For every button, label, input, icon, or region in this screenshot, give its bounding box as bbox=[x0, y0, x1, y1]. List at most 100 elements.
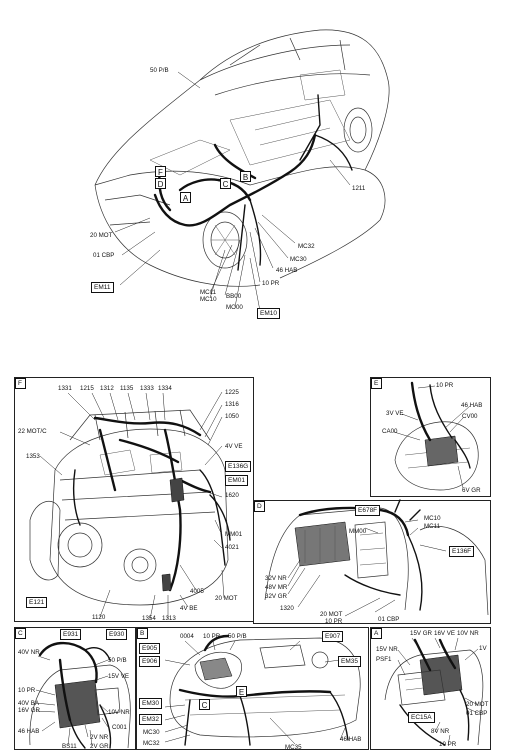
d-label-10-pr: 10 PR bbox=[325, 618, 343, 625]
panel-letter-a: A bbox=[371, 628, 382, 639]
c-label-2v-gr: 2V GR bbox=[90, 743, 109, 750]
c-label-50-pvb: 50 P/B bbox=[108, 657, 127, 664]
connector-ec15a: EC15A bbox=[408, 712, 435, 723]
detail-marker-f[interactable]: F bbox=[155, 166, 166, 177]
b-label-10-pr: 10 PR bbox=[203, 633, 221, 640]
detail-marker-d[interactable]: D bbox=[155, 178, 166, 189]
panel-letter-f: F bbox=[15, 378, 26, 389]
connector-em32: EM32 bbox=[139, 714, 162, 725]
f-label-4v-be: 4V BE bbox=[180, 605, 198, 612]
c-label-10-pr: 10 PR bbox=[18, 687, 36, 694]
d-label-mm00: MM00 bbox=[349, 528, 367, 535]
f-label-1333: 1333 bbox=[140, 385, 154, 392]
a-label-15v-gr: 15V GR bbox=[410, 630, 433, 637]
f-label-20-mot: 20 MOT bbox=[215, 595, 238, 602]
e-label-46-hab: 46 HAB bbox=[461, 402, 483, 409]
f-label-1334: 1334 bbox=[158, 385, 172, 392]
connector-e907: E907 bbox=[322, 631, 344, 642]
f-label-1215: 1215 bbox=[80, 385, 94, 392]
e-label-3v-ve: 3V VE bbox=[386, 410, 404, 417]
e-label-cv00: CV00 bbox=[462, 413, 478, 420]
e-label-10-pr: 10 PR bbox=[436, 382, 454, 389]
label-01-cbp: 01 CBP bbox=[93, 252, 115, 259]
label-1211: 1211 bbox=[352, 185, 366, 192]
f-label-1312: 1312 bbox=[100, 385, 114, 392]
label-46-hab: 46 HAB bbox=[276, 267, 298, 274]
a-label-psf1: PSF1 bbox=[376, 656, 392, 663]
label-50-pvb: 50 P/B bbox=[150, 67, 169, 74]
a-label-1v: 1V bbox=[479, 645, 487, 652]
b-label-0004: 0004 bbox=[180, 633, 194, 640]
f-label-4v-ve: 4V VE bbox=[225, 443, 243, 450]
e-label-ca00: CA00 bbox=[382, 428, 398, 435]
detail-marker-a[interactable]: A bbox=[180, 192, 191, 203]
a-label-8v-nr: 8V NR bbox=[431, 728, 450, 735]
f-label-1120: 1120 bbox=[92, 614, 106, 621]
c-label-c001: C001 bbox=[112, 724, 127, 731]
label-bb00: BB00 bbox=[226, 293, 242, 300]
f-label-1313: 1313 bbox=[162, 615, 176, 622]
label-mo00: MO00 bbox=[226, 304, 243, 311]
c-label-46-hab: 46 HAB bbox=[18, 728, 40, 735]
detail-marker-c[interactable]: C bbox=[220, 178, 231, 189]
f-label-1354: 1354 bbox=[142, 615, 156, 622]
connector-e136g: E136G bbox=[225, 461, 252, 472]
connector-e121: E121 bbox=[26, 597, 48, 608]
label-mc32: MC32 bbox=[298, 243, 315, 250]
connector-e136f: E136F bbox=[449, 546, 475, 557]
f-label-1135: 1135 bbox=[120, 385, 134, 392]
connector-em30: EM30 bbox=[139, 698, 162, 709]
connector-em35: EM35 bbox=[338, 656, 361, 667]
c-label-16v-gr: 16V GR bbox=[18, 707, 41, 714]
car-illustration bbox=[94, 29, 390, 312]
connector-e931: E931 bbox=[60, 629, 82, 640]
d-label-mc11: MC11 bbox=[424, 523, 441, 530]
main-car-view bbox=[2, 2, 510, 372]
a-label-16v-ve: 16V VE bbox=[434, 630, 455, 637]
f-label-1050: 1050 bbox=[225, 413, 239, 420]
a-label-10-pr: 10 PR bbox=[439, 741, 457, 748]
c-label-2v-nr: 2V NR bbox=[90, 734, 109, 741]
d-label-20-mot: 20 MOT bbox=[320, 611, 343, 618]
f-label-1331: 1331 bbox=[58, 385, 72, 392]
f-label-4005: 4005 bbox=[190, 588, 204, 595]
f-label-1353: 1353 bbox=[26, 453, 40, 460]
b-label-46-hab: 46 HAB bbox=[340, 736, 362, 743]
label-10-pr: 10 PR bbox=[262, 280, 280, 287]
connector-e905: E905 bbox=[139, 643, 161, 654]
connector-em11: EM11 bbox=[91, 282, 114, 293]
detail-marker-b[interactable]: B bbox=[240, 171, 251, 182]
f-label-mm01: MM01 bbox=[225, 531, 243, 538]
c-label-bs11: BS11 bbox=[62, 743, 77, 750]
panel-d bbox=[253, 500, 491, 624]
f-label-1316: 1316 bbox=[225, 401, 239, 408]
label-mc10: MC10 bbox=[200, 296, 217, 303]
a-label-20-mot: 20 MOT bbox=[466, 701, 489, 708]
d-label-01-cbp: 01 CBP bbox=[378, 616, 400, 623]
connector-e678f: E678F bbox=[355, 505, 381, 516]
d-label-mc10: MC10 bbox=[424, 515, 441, 522]
label-20-mot: 20 MOT bbox=[90, 232, 113, 239]
d-label-32v-nr: 32V NR bbox=[265, 575, 287, 582]
connector-em10: EM10 bbox=[257, 308, 280, 319]
label-mc11: MC11 bbox=[200, 289, 217, 296]
connector-e906: E906 bbox=[139, 656, 161, 667]
f-label-1225: 1225 bbox=[225, 389, 239, 396]
a-label-10v-nr: 10V NR bbox=[457, 630, 479, 637]
b-detail-marker-c[interactable]: C bbox=[199, 699, 210, 710]
c-label-40v-ba: 40V BA bbox=[18, 700, 39, 707]
panel-letter-e: E bbox=[371, 378, 382, 389]
f-label-1620: 1620 bbox=[225, 492, 239, 499]
e-label-6v-gr: 6V GR bbox=[462, 487, 481, 494]
a-label-01-cbp: 01 CBP bbox=[466, 710, 488, 717]
b-detail-marker-e[interactable]: E bbox=[236, 686, 247, 697]
panel-letter-c: C bbox=[15, 628, 26, 639]
a-label-15v-nr: 15V NR bbox=[376, 646, 398, 653]
connector-em01: EM01 bbox=[225, 475, 248, 486]
d-label-32v-gr: 32V GR bbox=[265, 593, 288, 600]
c-label-15v-ve: 15V VE bbox=[108, 673, 129, 680]
panel-letter-b: B bbox=[137, 628, 148, 639]
